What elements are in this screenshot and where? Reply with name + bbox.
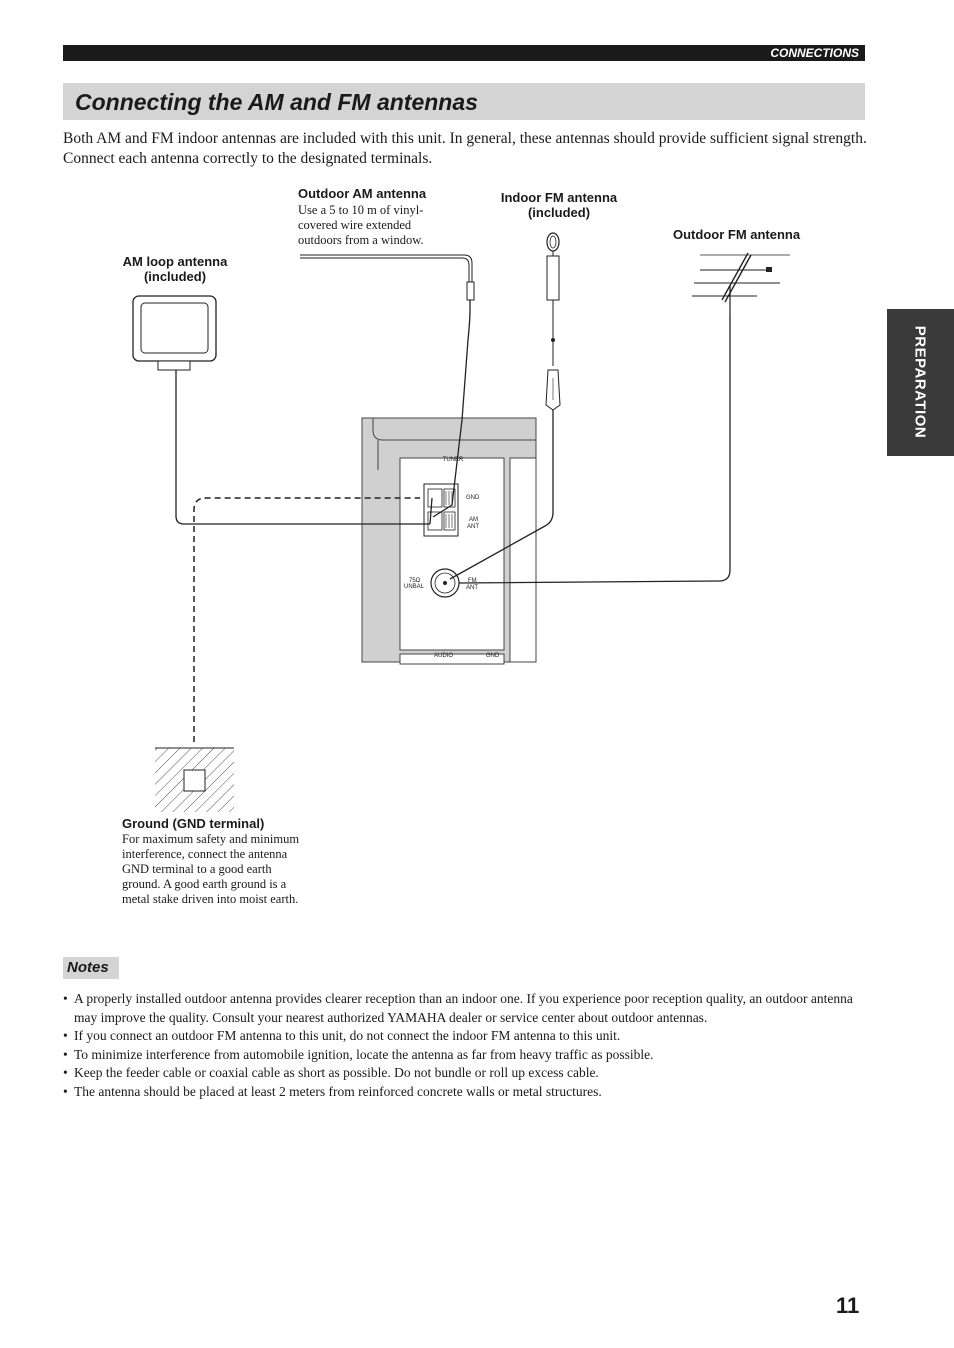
outdoor-am-antenna — [300, 254, 475, 518]
note-item: •Keep the feeder cable or coaxial cable … — [63, 1065, 599, 1080]
outdoor-fm-label: Outdoor FM antenna — [673, 227, 801, 242]
note-text: If you connect an outdoor FM antenna to … — [74, 1028, 621, 1043]
fm-text: FM — [468, 578, 477, 584]
notes-list: •A properly installed outdoor antenna pr… — [63, 990, 873, 1101]
outdoor-am-label: Outdoor AM antenna — [298, 186, 427, 201]
note-item: •The antenna should be placed at least 2… — [63, 1083, 602, 1099]
section-name: CONNECTIONS — [770, 46, 859, 60]
note-text: To minimize interference from automobile… — [74, 1046, 654, 1062]
rear-panel: TUNER GND AM ANT 75Ω UNBAL FM ANT AUDIO … — [361, 417, 537, 665]
audio-text: AUDIO — [434, 653, 453, 659]
note-text: Keep the feeder cable or coaxial cable a… — [74, 1065, 599, 1080]
intro-paragraph: Both AM and FM indoor antennas are inclu… — [63, 130, 867, 167]
section-header-bar: CONNECTIONS — [63, 45, 865, 61]
outdoor-am-desc: Use a 5 to 10 m of vinyl-covered wire ex… — [298, 203, 424, 247]
indoor-fm-antenna — [449, 232, 561, 580]
outdoor-fm-antenna — [458, 252, 790, 584]
ohm-text: 75Ω — [409, 578, 421, 584]
note-item: •A properly installed outdoor antenna pr… — [63, 991, 853, 1025]
tuner-text: TUNER — [443, 457, 464, 463]
page-number: 11 — [836, 1293, 860, 1318]
note-text: A properly installed outdoor antenna pro… — [74, 991, 853, 1025]
page-title: Connecting the AM and FM antennas — [75, 89, 478, 115]
am-ant-text: ANT — [467, 524, 479, 530]
gnd-text: GND — [466, 495, 480, 501]
fm-ant-text: ANT — [466, 585, 478, 591]
am-loop-antenna — [132, 295, 433, 525]
unbal-text: UNBAL — [404, 584, 425, 590]
note-text: The antenna should be placed at least 2 … — [74, 1083, 602, 1099]
ground-desc: For maximum safety and minimum interfere… — [122, 832, 300, 906]
ground-label: Ground (GND terminal) — [122, 816, 265, 831]
am-loop-label: AM loop antenna (included) — [122, 254, 228, 284]
notes-heading-box: Notes — [63, 957, 119, 979]
am-text: AM — [469, 517, 478, 523]
notes-heading: Notes — [67, 959, 109, 976]
audio-gnd-text: GND — [486, 653, 500, 659]
note-item: •If you connect an outdoor FM antenna to… — [63, 1028, 621, 1043]
indoor-fm-label: Indoor FM antenna (included) — [500, 190, 618, 220]
ground-wire — [155, 497, 420, 812]
note-item: •To minimize interference from automobil… — [63, 1046, 654, 1062]
title-box: Connecting the AM and FM antennas — [63, 83, 865, 120]
side-tab: PREPARATION — [887, 309, 954, 456]
